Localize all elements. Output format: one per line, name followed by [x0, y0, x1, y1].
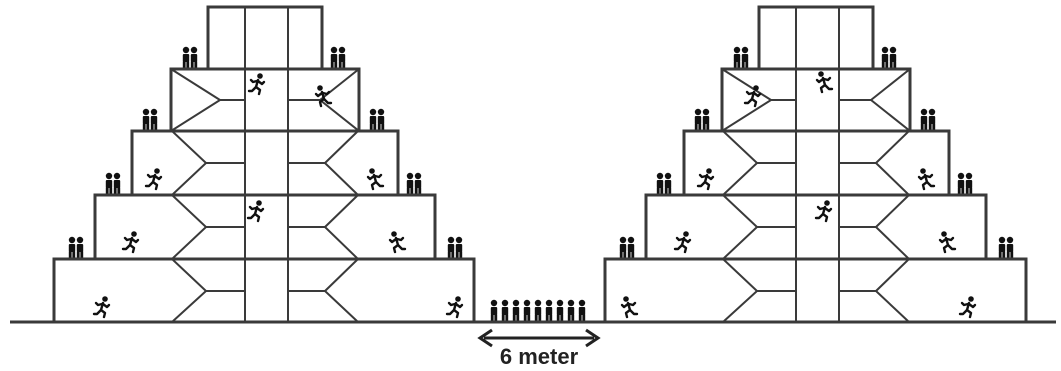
standing-people-icon [143, 109, 157, 130]
standing-people-icon [106, 173, 120, 194]
right-top-tower [757, 5, 875, 71]
left-floor-5 [169, 67, 361, 133]
running-person-icon [958, 295, 977, 319]
running-person-icon [696, 166, 715, 191]
standing-people-icon [958, 173, 972, 194]
left-building [52, 5, 476, 324]
standing-people-icon [370, 109, 384, 130]
standing-people-icon [183, 47, 197, 68]
crowd-icon [490, 299, 586, 321]
running-person-icon [814, 198, 833, 223]
standing-people-icon [999, 237, 1013, 258]
dimension-label: 6 meter [500, 344, 579, 369]
standing-people-icon [882, 47, 896, 68]
right-floor-3 [644, 193, 988, 261]
standing-people-icon [331, 47, 345, 68]
standing-people-icon [448, 237, 462, 258]
running-person-icon [144, 166, 163, 191]
running-person-icon [388, 229, 407, 254]
right-building [603, 5, 1028, 324]
standing-people-icon [921, 109, 935, 130]
left-floor-3 [93, 193, 437, 261]
left-core-lines [170, 7, 360, 323]
running-person-icon [917, 166, 936, 191]
standing-people-icon [620, 237, 634, 258]
left-floor-2 [52, 257, 476, 324]
standing-people-icon [695, 109, 709, 130]
running-person-icon [815, 69, 834, 94]
dimension-arrow [477, 328, 601, 348]
right-core-lines [721, 7, 911, 323]
standing-people-icon [734, 47, 748, 68]
running-person-icon [247, 71, 266, 96]
right-floor-4 [682, 129, 951, 197]
standing-people-icon [657, 173, 671, 194]
standing-people-icon [69, 237, 83, 258]
running-person-icon [92, 295, 111, 319]
running-person-icon [620, 295, 639, 319]
running-person-icon [445, 295, 464, 319]
standing-people-icon [407, 173, 421, 194]
running-person-icon [246, 198, 265, 223]
running-person-icon [366, 166, 385, 191]
left-top-tower [206, 5, 324, 71]
right-floor-2 [603, 257, 1028, 324]
running-person-icon [673, 229, 692, 254]
left-floor-4 [130, 129, 400, 197]
running-person-icon [938, 229, 957, 254]
running-person-icon [121, 229, 140, 254]
